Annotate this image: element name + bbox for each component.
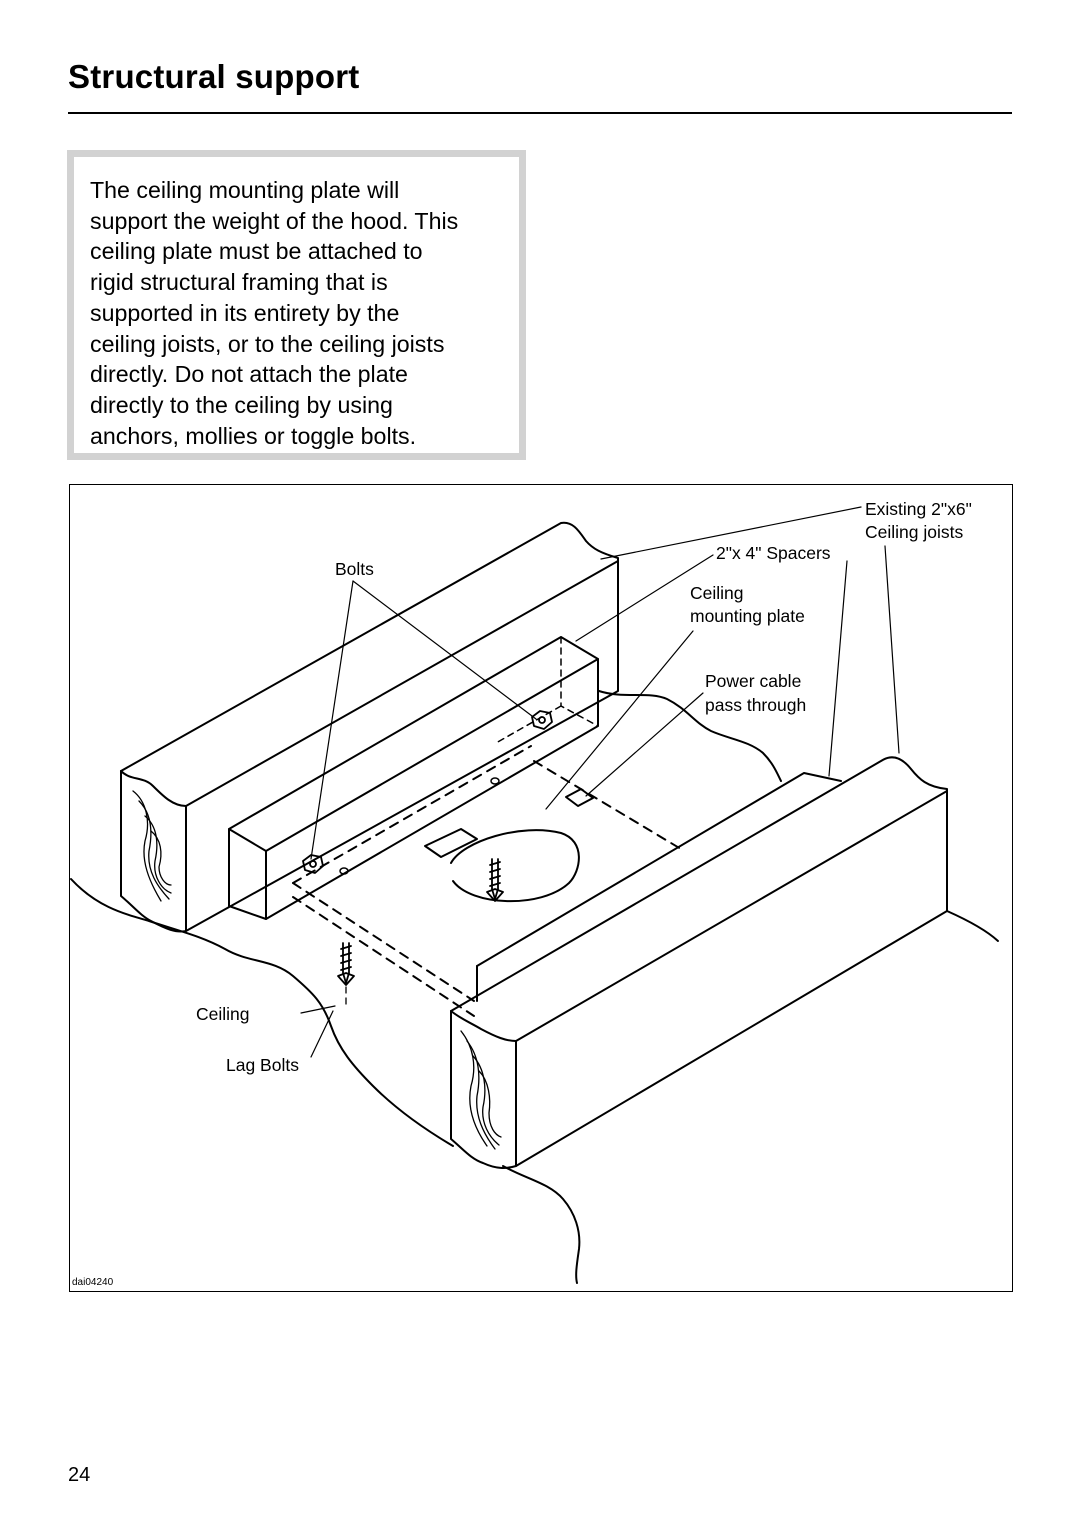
mounting-plate — [292, 745, 682, 1017]
note-line: support the weight of the hood. This — [90, 207, 459, 234]
back-joist — [120, 521, 619, 933]
note-box: The ceiling mounting plate will support … — [67, 150, 526, 460]
plate-center-hole — [450, 829, 580, 903]
title-rule — [68, 112, 1012, 114]
screw-hole — [339, 867, 349, 875]
page-number: 24 — [68, 1464, 91, 1486]
structural-support-diagram: Existing 2"x6" Ceiling joists 2"x 4" Spa… — [70, 499, 999, 1288]
spacer-block — [228, 636, 599, 920]
leader-lines — [300, 506, 900, 1058]
note-text: The ceiling mounting plate will support … — [90, 175, 515, 451]
label-ceiling: Ceiling — [196, 1004, 250, 1024]
label-existing-joists: Existing 2"x6" — [865, 499, 972, 519]
label-existing-joists: Ceiling joists — [865, 522, 963, 542]
ceiling-outline — [946, 910, 999, 942]
label-mounting-plate: mounting plate — [690, 606, 805, 626]
label-lag-bolts: Lag Bolts — [226, 1055, 299, 1075]
lag-bolt — [337, 942, 355, 1010]
label-bolts: Bolts — [335, 559, 374, 579]
note-line: supported in its entirety by the — [90, 299, 400, 326]
label-mounting-plate: Ceiling — [690, 583, 744, 603]
cable-pass-through — [424, 828, 478, 858]
note-line: ceiling joists, or to the ceiling joists — [90, 330, 445, 357]
note-line: rigid structural framing that is — [90, 269, 388, 296]
figure-code: dai04240 — [72, 1277, 114, 1288]
note-line: directly. Do not attach the plate — [90, 361, 408, 388]
ceiling-outline — [502, 1165, 581, 1284]
hex-bolt — [531, 710, 553, 730]
note-line: The ceiling mounting plate will — [90, 177, 400, 203]
ceiling-outline — [598, 690, 782, 782]
label-spacers: 2"x 4" Spacers — [716, 543, 831, 563]
front-joist — [450, 756, 948, 1169]
lag-bolt — [486, 858, 504, 902]
screw-hole — [490, 777, 500, 785]
installation-figure: Existing 2"x6" Ceiling joists 2"x 4" Spa… — [69, 484, 1013, 1292]
note-line: directly to the ceiling by using — [90, 391, 393, 418]
label-power-cable: pass through — [705, 695, 806, 715]
cable-pass-through — [565, 788, 594, 807]
note-line: anchors, mollies or toggle bolts. — [90, 422, 417, 449]
page-title: Structural support — [68, 58, 360, 95]
note-line: ceiling plate must be attached to — [90, 238, 423, 265]
label-power-cable: Power cable — [705, 671, 801, 691]
ceiling-outline — [70, 878, 454, 1147]
